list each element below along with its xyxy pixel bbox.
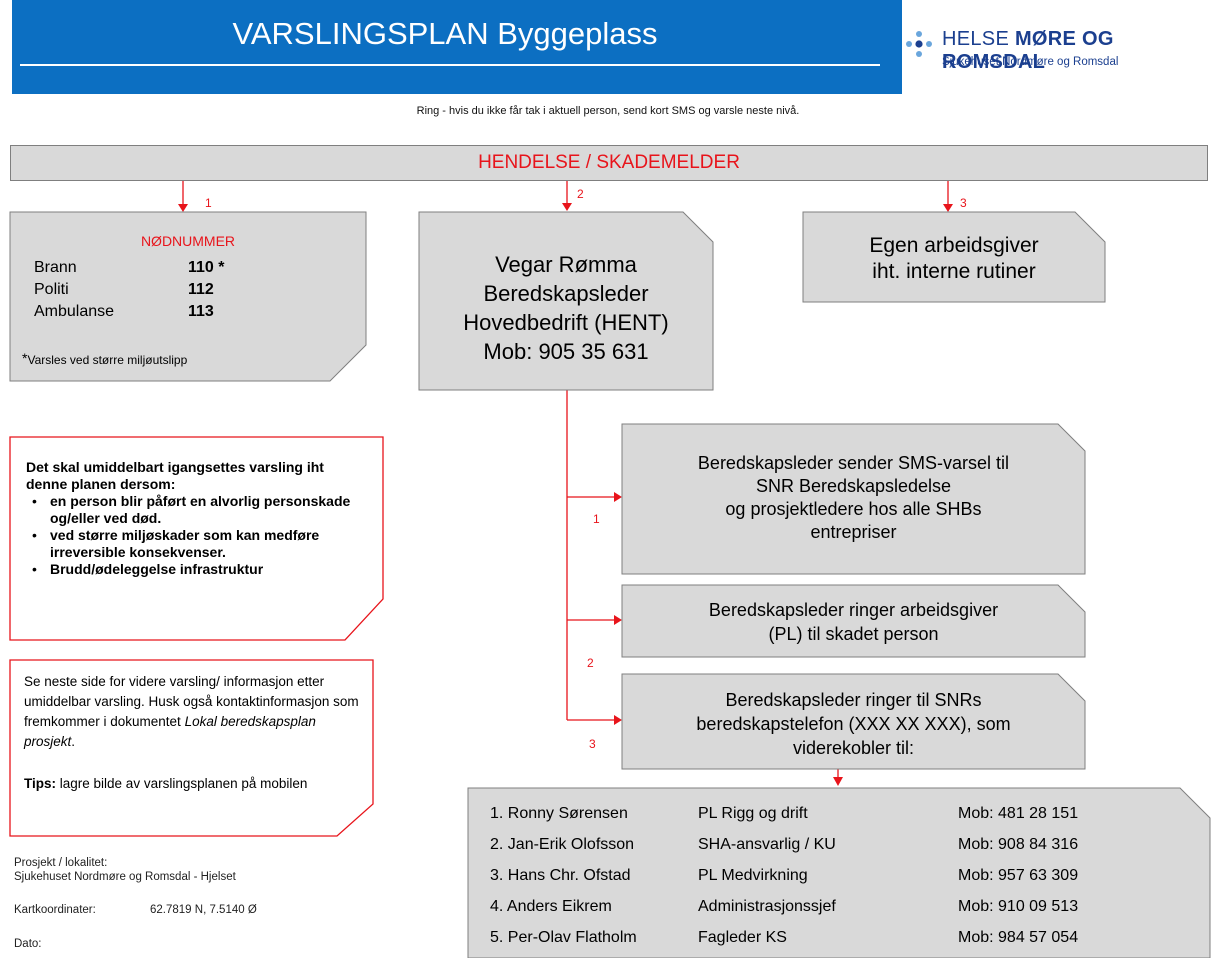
notice-bullet: •Brudd/ødeleggelse infrastruktur — [32, 561, 264, 577]
table-row: 3. Hans Chr. Ofstad PL Medvirkning Mob: … — [490, 860, 1078, 891]
header-underline — [20, 64, 880, 66]
branch-3-number: 3 — [960, 196, 967, 210]
contact-mobile: Mob: 908 84 316 — [958, 835, 1079, 853]
logo-org-name: HELSE MØRE OG ROMSDAL — [942, 28, 1114, 73]
contact-name: 3. Hans Chr. Ofstad — [490, 866, 631, 884]
employer-box — [802, 211, 1106, 303]
contact-mobile: Mob: 910 09 513 — [958, 897, 1079, 915]
step-1-box — [621, 423, 1086, 575]
step-3-arrow — [614, 715, 622, 725]
branch-1-number: 1 — [205, 196, 212, 210]
contact-name: 4. Anders Eikrem — [490, 897, 612, 915]
header-banner — [12, 0, 902, 94]
coordinates-label: Kartkoordinater: — [14, 904, 96, 916]
emergency-list: Brann 110 * Politi 112 Ambulanse 113 — [34, 257, 224, 323]
emergency-box — [9, 211, 367, 382]
branch-1-arrow — [178, 204, 188, 212]
emergency-title: NØDNUMMER — [140, 233, 236, 249]
contacts-box — [467, 787, 1211, 958]
event-bar: HENDELSE / SKADEMELDER — [10, 145, 1208, 181]
notice-bullet: •en person blir påført en alvorlig perso… — [32, 493, 351, 526]
branch-2-arrow — [562, 203, 572, 211]
coordinates: Kartkoordinater: 62.7819 N, 7.5140 Ø — [14, 904, 257, 916]
contact-name: 5. Per-Olav Flatholm — [490, 928, 637, 946]
emergency-row: Brann 110 * — [34, 257, 224, 279]
emergency-number: 113 — [188, 303, 214, 320]
table-row: 4. Anders Eikrem Administrasjonssjef Mob… — [490, 891, 1078, 922]
leader-box — [418, 211, 714, 391]
employer-line: iht. interne rutiner — [872, 260, 1036, 283]
contact-role: PL Rigg og drift — [698, 804, 808, 822]
step-2-arrow — [614, 615, 622, 625]
emergency-service: Ambulanse — [34, 303, 115, 320]
info-tips: Tips: lagre bilde av varslingsplanen på … — [24, 776, 308, 791]
emergency-number: 112 — [188, 281, 214, 298]
emergency-service: Brann — [34, 259, 77, 276]
step-3-number: 3 — [589, 737, 596, 751]
notice-box — [9, 436, 384, 641]
contact-role: SHA-ansvarlig / KU — [698, 835, 836, 853]
employer-line: Egen arbeidsgiver — [869, 234, 1039, 257]
notice-intro: Det skal umiddelbart igangsettes varslin… — [26, 459, 324, 492]
contact-mobile: Mob: 481 28 151 — [958, 804, 1079, 822]
contact-name: 1. Ronny Sørensen — [490, 804, 628, 822]
info-text: Se neste side for videre varsling/ infor… — [24, 674, 359, 749]
leader-mobile: Mob: 905 35 631 — [483, 339, 649, 364]
step-3-box — [621, 673, 1086, 770]
step-2-number: 2 — [587, 656, 594, 670]
table-row: 2. Jan-Erik Olofsson SHA-ansvarlig / KU … — [490, 829, 1078, 860]
table-row: 1. Ronny Sørensen PL Rigg og drift Mob: … — [490, 798, 1078, 829]
step-1-number: 1 — [593, 512, 600, 526]
notice-text: Det skal umiddelbart igangsettes varslin… — [26, 459, 366, 578]
leader-contact: Vegar Rømma Beredskapsleder Hovedbedrift… — [419, 250, 713, 366]
contact-role: Administrasjonssjef — [698, 897, 836, 915]
notice-bullet: •ved større miljøskader som kan medføre … — [32, 527, 320, 560]
contact-role: Fagleder KS — [698, 928, 787, 946]
employer-text: Egen arbeidsgiver iht. interne rutiner — [803, 233, 1105, 285]
logo-subtitle: Sjukehuset Nordmøre og Romsdal — [942, 56, 1119, 68]
step-2-text: Beredskapsleder ringer arbeidsgiver(PL) … — [708, 600, 999, 644]
contact-mobile: Mob: 957 63 309 — [958, 866, 1079, 884]
step-1-arrow — [614, 492, 622, 502]
instruction-text: Ring - hvis du ikke får tak i aktuell pe… — [416, 105, 800, 117]
leader-name: Vegar Rømma — [495, 252, 637, 277]
branch-2-number: 2 — [577, 187, 584, 201]
branch-3-arrow — [943, 204, 953, 212]
contacts-table: 1. Ronny Sørensen PL Rigg og drift Mob: … — [490, 798, 1078, 953]
coordinates-value: 62.7819 N, 7.5140 Ø — [150, 904, 257, 916]
page-title: VARSLINGSPLAN Byggeplass — [232, 16, 658, 51]
date-label: Dato: — [14, 938, 42, 950]
project-label: Prosjekt / lokalitet: — [14, 857, 108, 869]
leader-company: Hovedbedrift (HENT) — [463, 310, 669, 335]
table-row: 5. Per-Olav Flatholm Fagleder KS Mob: 98… — [490, 922, 1078, 953]
step-2-box — [621, 584, 1086, 658]
project-info: Prosjekt / lokalitet: Sjukehuset Nordmør… — [14, 856, 236, 884]
contact-mobile: Mob: 984 57 054 — [958, 928, 1079, 946]
project-value: Sjukehuset Nordmøre og Romsdal - Hjelset — [14, 871, 236, 883]
contact-role: PL Medvirkning — [698, 866, 808, 884]
logo-dots-icon — [906, 31, 932, 57]
info-box — [9, 659, 374, 837]
emergency-service: Politi — [34, 281, 69, 298]
leader-role: Beredskapsleder — [483, 281, 649, 306]
emergency-row: Politi 112 — [34, 279, 224, 301]
emergency-footnote: *Varsles ved større miljøutslipp — [22, 350, 188, 367]
emergency-number: 110 * — [188, 259, 225, 276]
step-3-down-arrow — [833, 777, 843, 786]
contact-name: 2. Jan-Erik Olofsson — [490, 835, 635, 853]
emergency-row: Ambulanse 113 — [34, 301, 224, 323]
